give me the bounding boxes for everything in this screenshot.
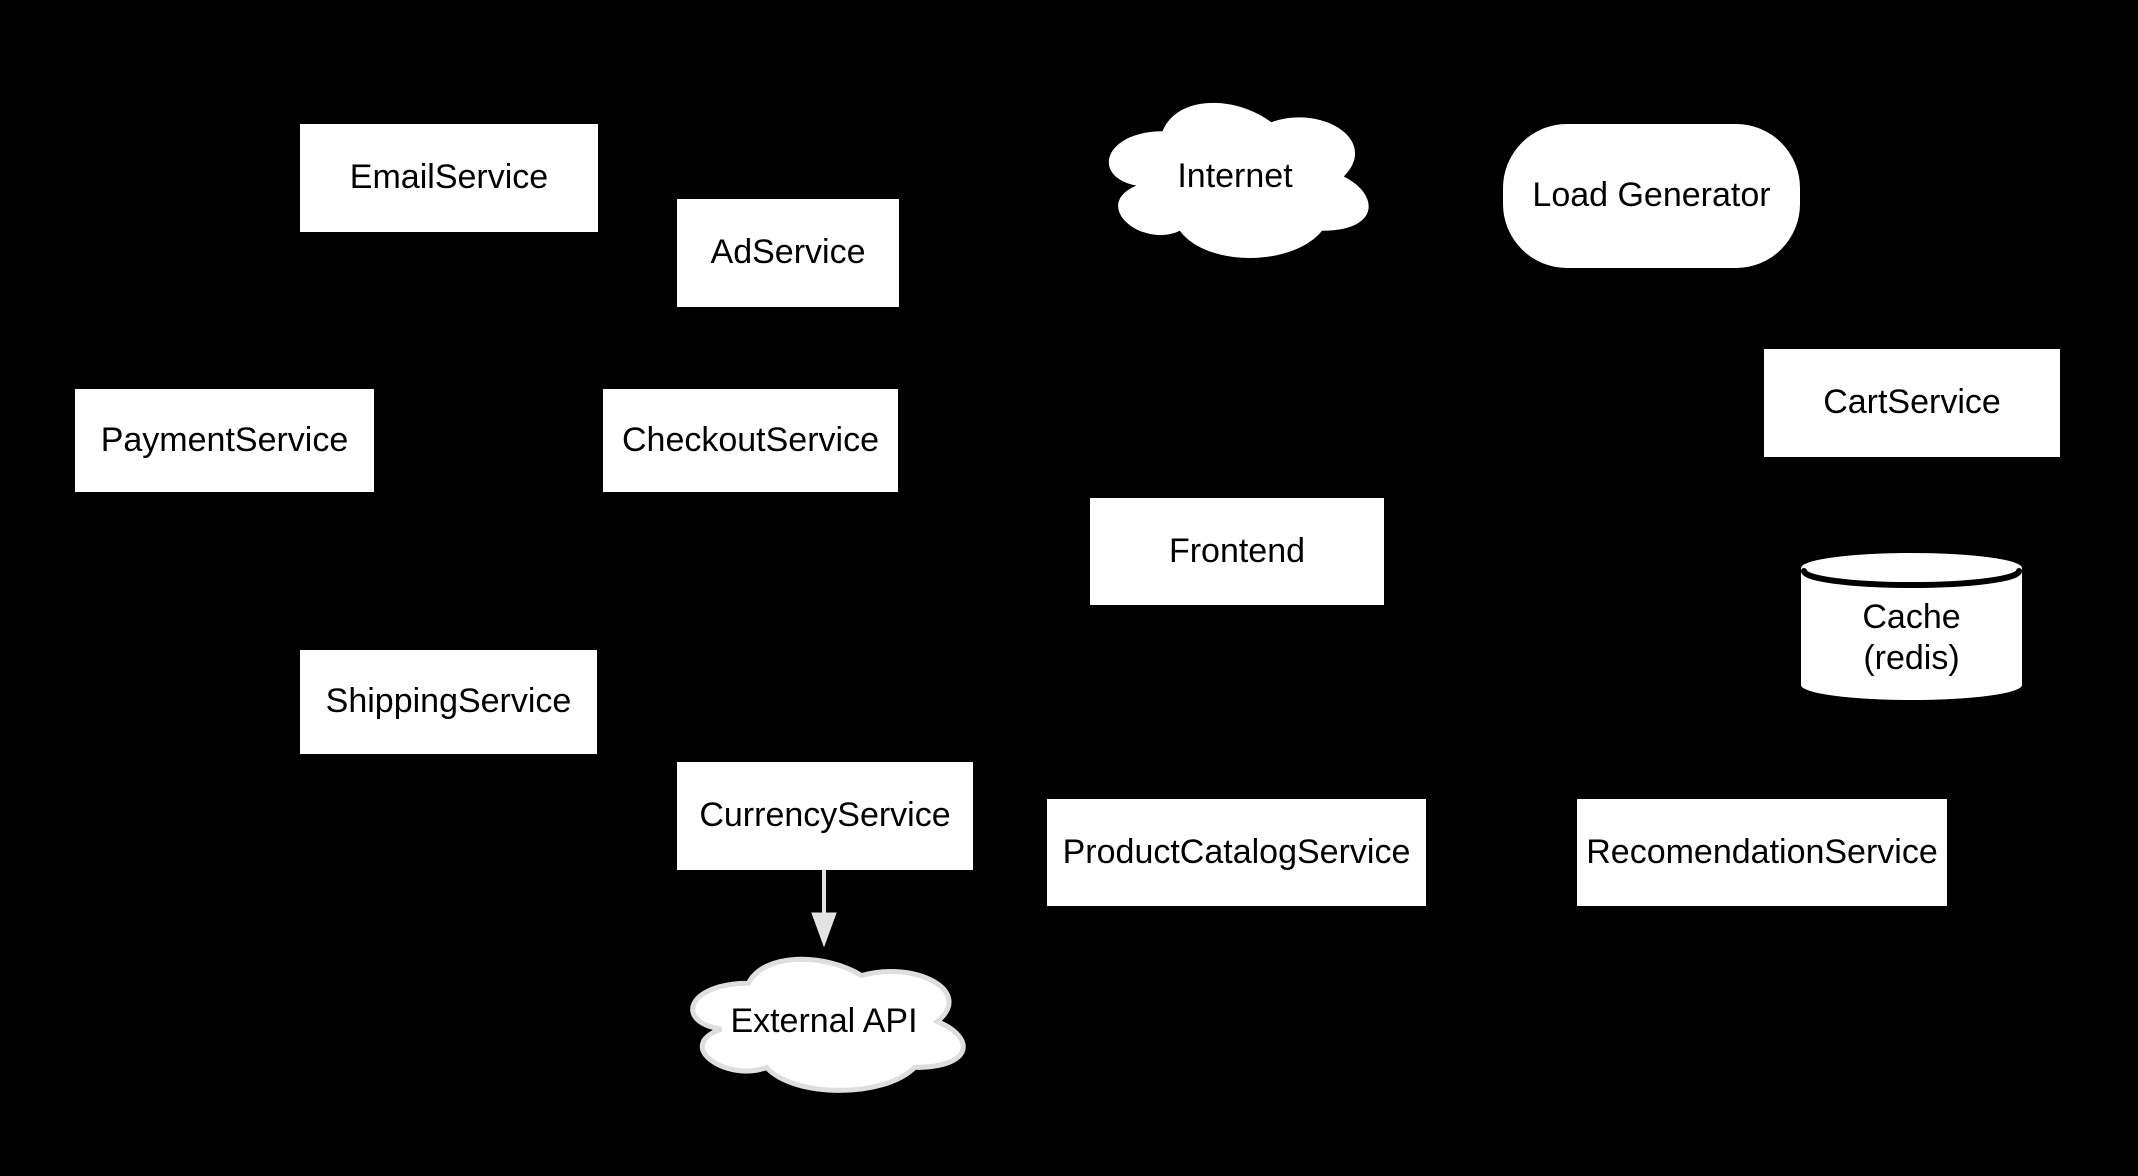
node-frontend-label: Frontend [1168,531,1306,570]
node-checkout-service: CheckoutService [603,389,898,492]
node-checkout-service-label: CheckoutService [621,420,879,459]
node-cart-service: CartService [1764,349,2060,457]
node-load-generator: Load Generator [1503,124,1800,268]
node-ad-service: AdService [677,199,899,307]
arrow-down-icon [811,869,837,948]
cloud-icon [1108,102,1369,258]
edge-currency-to-external-api [800,869,848,948]
node-email-service: EmailService [300,124,598,232]
node-load-generator-label: Load Generator [1532,176,1771,215]
database-cylinder-icon [1801,553,2022,700]
node-external-api-label: External API [730,1002,918,1041]
node-payment-service-label: PaymentService [100,420,349,459]
cloud-icon [673,945,975,1098]
node-shipping-service-label: ShippingService [325,682,572,721]
node-product-catalog-service: ProductCatalogService [1047,799,1426,906]
node-cache-redis: Cache (redis) [1801,553,2022,700]
cache-label-line2: (redis) [1863,638,1960,677]
node-ad-service-label: AdService [710,233,866,272]
node-frontend: Frontend [1090,498,1384,605]
node-cart-service-label: CartService [1823,383,2001,422]
node-payment-service: PaymentService [75,389,374,492]
node-currency-service: CurrencyService [677,762,973,870]
node-email-service-label: EmailService [349,158,549,197]
node-internet-label: Internet [1177,157,1293,196]
node-internet: Internet [1090,86,1380,267]
cache-label-line1: Cache [1862,598,1961,637]
node-product-catalog-service-label: ProductCatalogService [1062,832,1411,871]
node-external-api: External API [673,945,975,1098]
node-recomendation-service: RecomendationService [1577,799,1947,906]
node-cache-redis-label: Cache (redis) [1801,553,2022,700]
node-shipping-service: ShippingService [300,650,597,754]
node-currency-service-label: CurrencyService [699,796,951,835]
node-recomendation-service-label: RecomendationService [1586,832,1938,871]
